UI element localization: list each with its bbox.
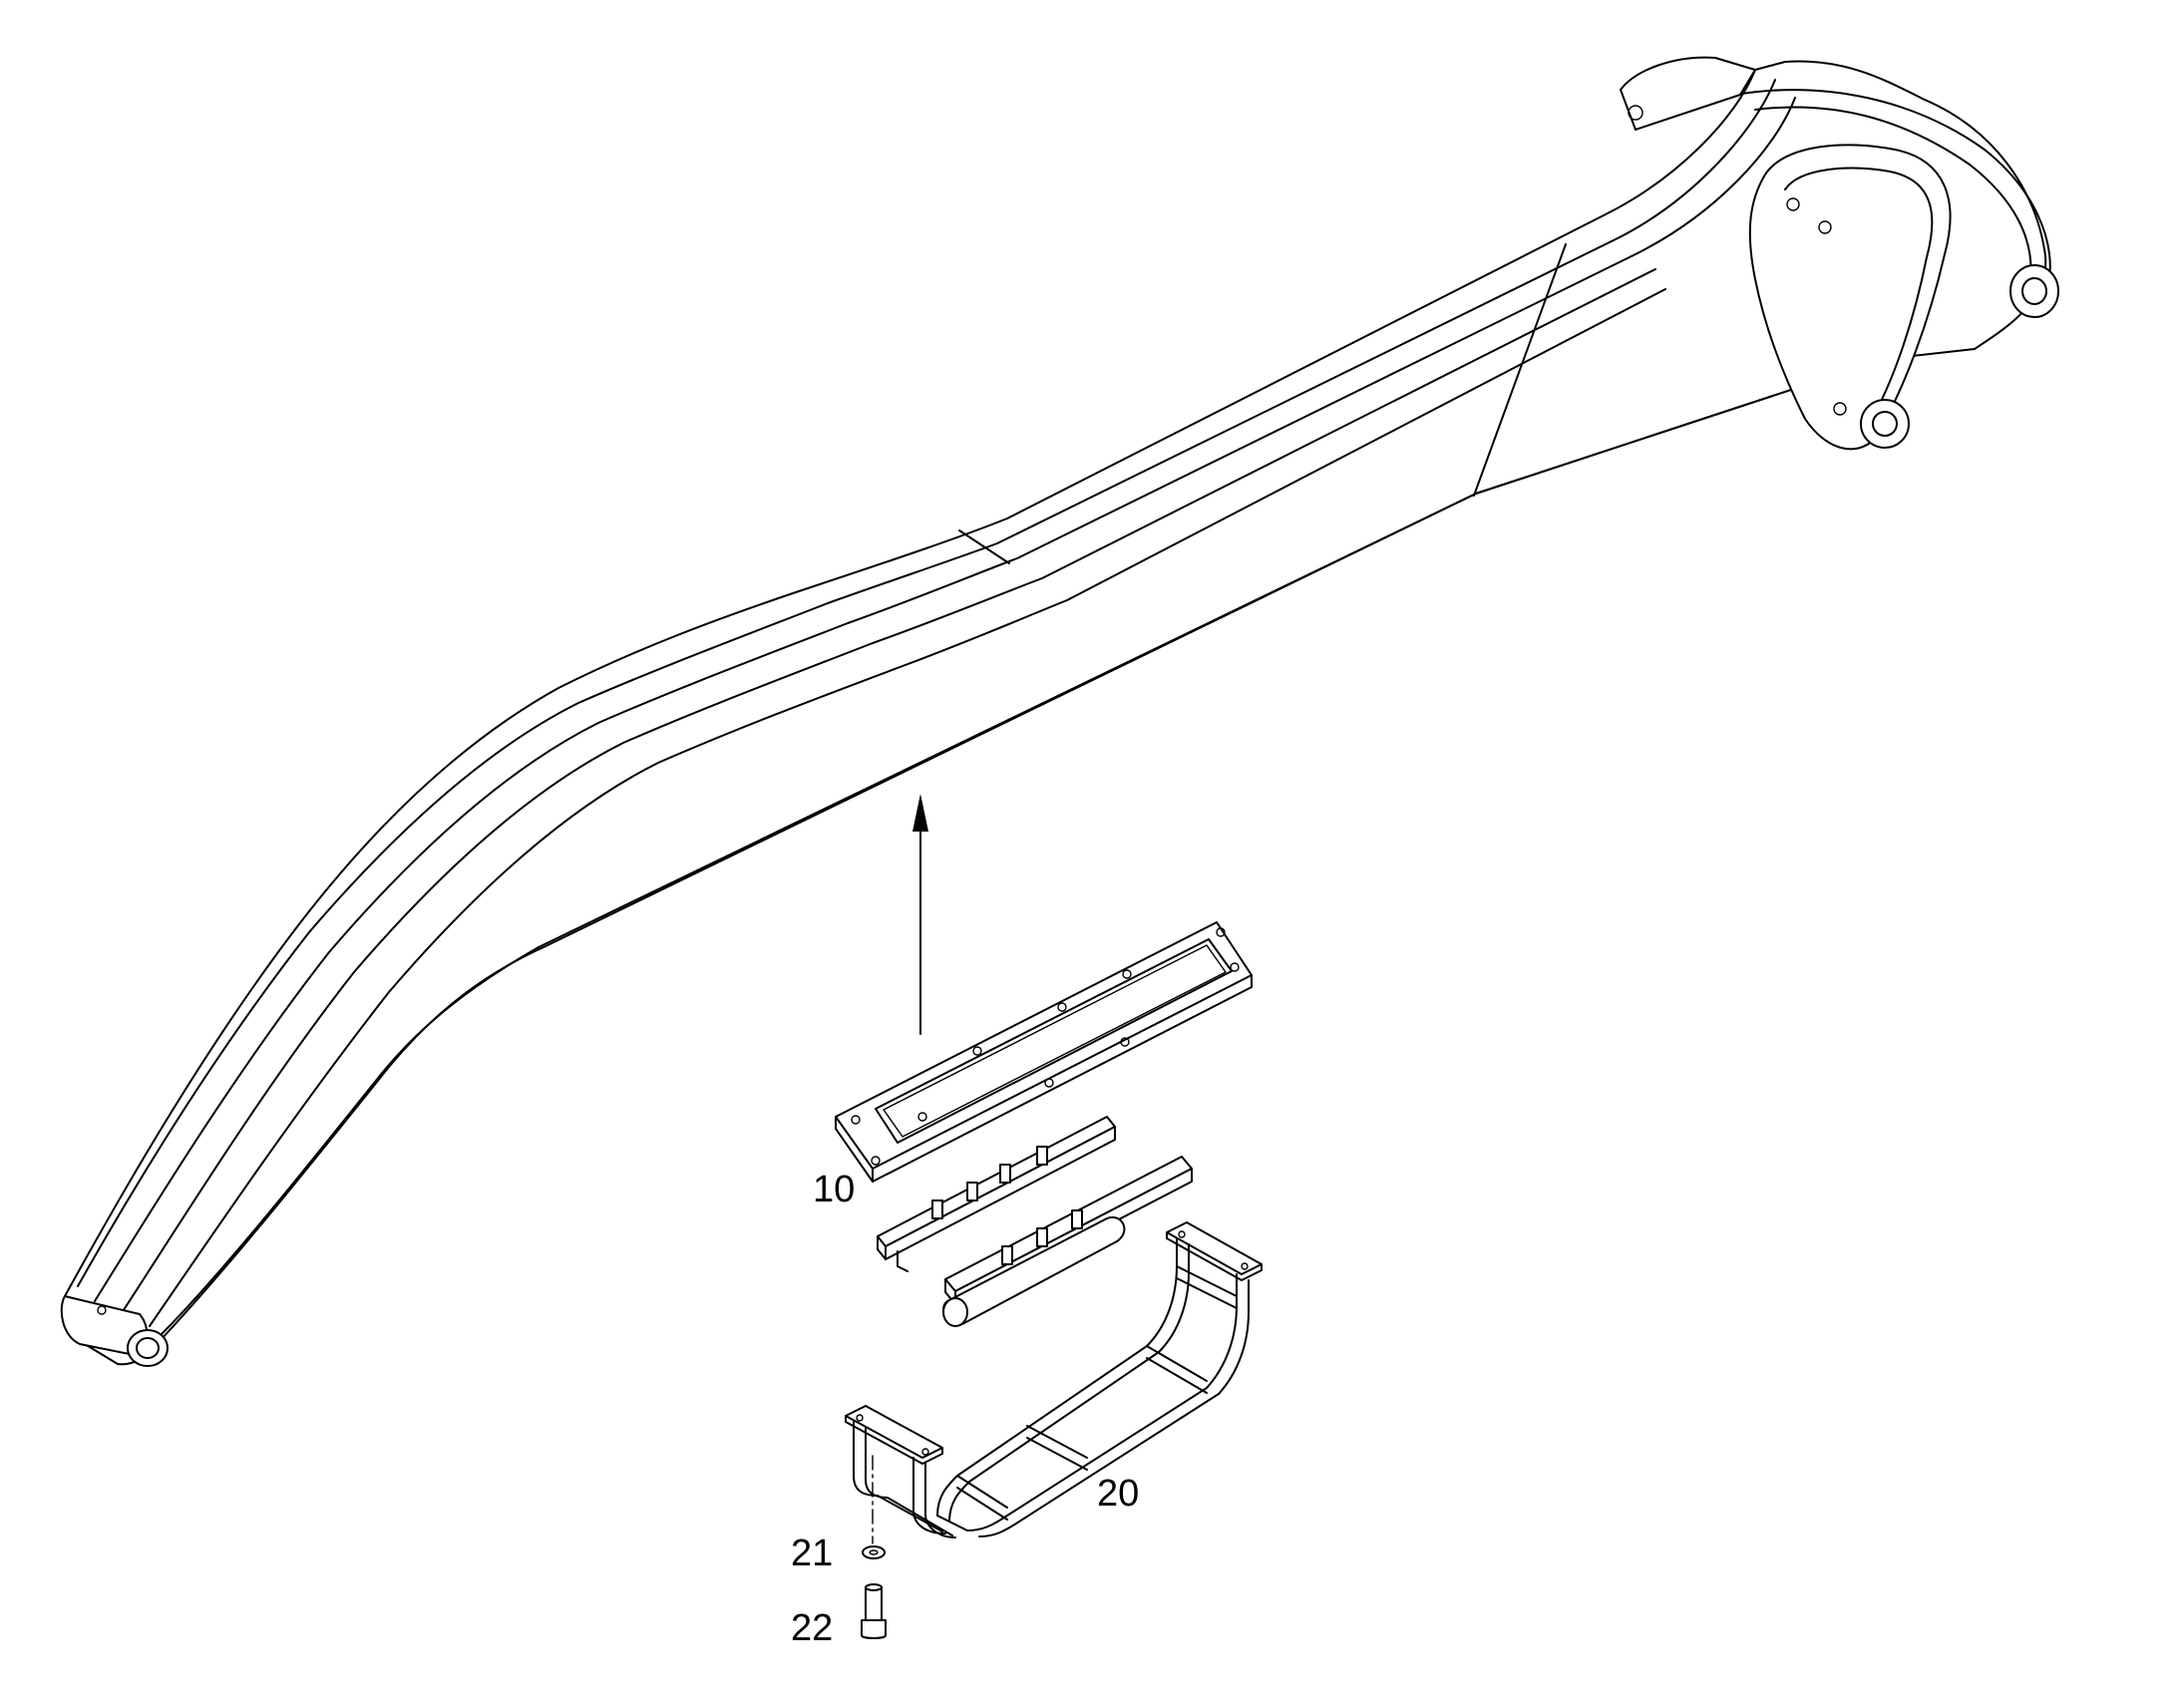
boom-head-pin-lower-bore (1872, 411, 1898, 437)
part-21-washer (862, 1545, 886, 1559)
part-10-rail-assembly (877, 1116, 1193, 1327)
boom-head-bolt-1 (1786, 197, 1800, 211)
boom-head-bolt-2 (1818, 220, 1832, 234)
callout-10: 10 (813, 1169, 855, 1210)
boom-body (64, 60, 2047, 1366)
callout-20: 20 (1097, 1473, 1139, 1515)
boom-bottom-edge (159, 358, 1886, 1342)
boom-head-pin-upper (2009, 264, 2059, 318)
boom-head-cheek (1748, 144, 1952, 451)
boom-top-edge-4 (149, 288, 1666, 1327)
boom-top-edge-2 (94, 97, 1796, 1302)
boom-bracket-hole (1628, 105, 1643, 121)
boom-head-bolt-3 (1833, 402, 1847, 416)
boom-weld-line-1 (958, 529, 1010, 564)
arrow-head (912, 794, 928, 832)
part-20-guard-frame (845, 1221, 1263, 1544)
boom-weld-line-2 (1473, 243, 1567, 497)
boom-assembly (60, 56, 2059, 1367)
part-22-bolt (861, 1583, 887, 1639)
boom-top-edge-1 (77, 79, 1776, 1287)
boom-head-pin-upper-bore (2021, 277, 2047, 305)
boom-head-pin-lower (1860, 399, 1910, 449)
part-10-cover-plate (835, 921, 1253, 1183)
boom-foot-grease-hole (97, 1305, 107, 1315)
assembly-arrow (912, 794, 928, 1035)
boom-foot-pin (127, 1329, 169, 1367)
boom-cylinder-bracket (1620, 56, 1756, 131)
boom-head-arc (1734, 89, 2051, 280)
callout-21: 21 (791, 1533, 833, 1574)
boom-top-edge-3 (119, 268, 1656, 1317)
boom-head-arc-inner (1754, 106, 2032, 280)
callout-22: 22 (791, 1607, 833, 1649)
boom-foot-pin-bore (136, 1337, 160, 1359)
boom-head-cheek-inner (1784, 167, 1934, 424)
